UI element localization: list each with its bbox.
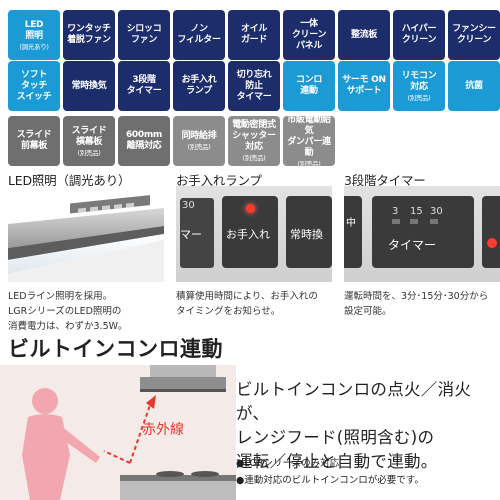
feature-badge: 整流板 [338,10,390,60]
led-section-title: LED照明（調光あり） [8,173,131,188]
feature-badge: スライド 横幕板(別売品) [63,116,115,166]
feature-badge-label: 常時換気 [71,80,107,91]
timer-15-indicator [410,219,418,224]
timer-red-indicator [487,238,497,248]
care-button-label: お手入れ [226,228,270,241]
timer-30-indicator [430,219,438,224]
feature-badge-label: 市販電動給気 ダンパー連動 [287,114,331,158]
feature-badge-label: ワンタッチ 着脱ファン [67,24,111,45]
led-section-desc: LEDライン照明を採用。 LGRシリーズのLED照明の 消費電力は、わずか3.5… [8,291,128,332]
feature-badge: ファンシー クリーン [448,10,500,60]
feature-badge: ソフト タッチ スイッチ [8,61,60,111]
timer-panel-image: 中 3 15 30 タイマー [344,186,500,282]
timer-label-partial: マー [180,228,202,241]
feature-badge-label: スライド 横幕板 [71,125,107,147]
feature-badge-label: 整流板 [350,29,378,40]
note-compatible-stove: ●連動対応のビルトインコンロが必要です。 [236,475,424,486]
timer-section-desc: 運転時間を、3分･15分･30分から 設定可能。 [344,291,489,317]
care-lamp-indicator [246,204,255,213]
feature-badge-label: LED 照明 [24,19,44,41]
feature-badge-label: リモコン 対応 [401,70,437,92]
care-lamp-section-title: お手入れランプ [176,173,262,188]
feature-badge: 電動密閉式 シャッター対応 (別売品) [228,116,280,166]
timer-3-indicator [392,219,400,224]
infrared-illustration: 赤外線 [0,365,236,500]
always-vent-button-label: 常時換 [290,228,323,241]
feature-badge-label: 同時給排 [181,131,217,141]
feature-badge: 600mm 離隔対応 [118,116,170,166]
side-label: 中 [346,218,356,229]
stove-link-slogan: ビルトインコンロの点火／消火が、 レンジフード(照明含む)の 運転／停止と自動で… [236,380,472,471]
feature-badge-label: コンロ 連動 [295,75,323,96]
feature-badge: 切り忘れ 防止 タイマー [228,61,280,111]
feature-badge-label: 電動密閉式 シャッター対応 [232,120,276,152]
feature-badge-sublabel: (別売品) [187,143,211,151]
feature-badge-sublabel: (別売品) [77,148,101,157]
feature-badge-label: ファンシー クリーン [452,24,496,45]
feature-badge: リモコン 対応(別売品) [393,61,445,111]
timer-30-label: 30 [430,206,443,217]
feature-badge: 一体 クリーン パネル [283,10,335,60]
feature-badge: コンロ 連動 [283,61,335,111]
feature-badge: シロッコ ファン [118,10,170,60]
feature-badge: スライド 前幕板 [8,116,60,166]
feature-badge: サーモ ON サポート [338,61,390,111]
feature-badge-sublabel: (別売品) [407,93,431,102]
feature-badge: 3段階 タイマー [118,61,170,111]
infrared-label: 赤外線 [142,422,184,438]
feature-badge: ワンタッチ 着脱ファン [63,10,115,60]
care-lamp-section-desc: 積算使用時間により、お手入れの タイミングをお知らせ。 [176,291,318,317]
feature-badge: 常時換気 [63,61,115,111]
feature-badge: LED 照明(調光あり) [8,10,60,60]
feature-badge: 市販電動給気 ダンパー連動(別売品) [283,114,335,168]
feature-badge-label: 600mm 離隔対応 [125,130,163,151]
feature-badge: お手入れ ランプ [173,61,225,111]
feature-badge-label: 抗菌 [465,80,483,91]
feature-badge: オイル ガード [228,10,280,60]
feature-badge: ハイパー クリーン [393,10,445,60]
feature-badge: 同時給排 (別売品) [173,116,225,166]
feature-badge-label: 一体 クリーン パネル [291,18,327,51]
timer-15-label: 15 [410,206,423,217]
feature-badge: ノン フィルター [173,10,225,60]
feature-badge-label: ソフト タッチ スイッチ [16,69,52,102]
feature-badge-label: シロッコ ファン [126,24,162,45]
timer-3-label: 3 [392,206,399,217]
feature-badge-sublabel: (調光あり) [19,42,49,51]
feature-badge-sublabel: (別売品) [242,154,266,162]
timer-number-label: 30 [182,200,195,211]
feature-badge-label: ハイパー クリーン [401,24,437,45]
timer-section-title: 3段階タイマー [344,173,426,188]
feature-badge-label: お手入れ ランプ [181,75,217,96]
care-lamp-panel-image: 30 マー お手入れ 常時換 [176,186,332,282]
timer-button-label: タイマー [388,238,437,252]
feature-badge-label: ノン フィルター [177,24,221,45]
builtin-stove-link-title: ビルトインコンロ連動 [8,337,223,361]
feature-badge-label: オイル ガード [240,24,268,45]
note-lgr-only: ●LGRシリーズのみ対応 [236,458,340,469]
feature-badge: 抗菌 [448,61,500,111]
led-hood-image [8,186,164,282]
feature-badge-label: 切り忘れ 防止 タイマー [236,69,272,102]
feature-badge-label: 3段階 タイマー [126,75,162,96]
feature-badge-sublabel: (別売品) [297,159,321,168]
feature-badge-label: スライド 前幕板 [16,130,52,151]
feature-badge-label: サーモ ON サポート [342,75,386,96]
